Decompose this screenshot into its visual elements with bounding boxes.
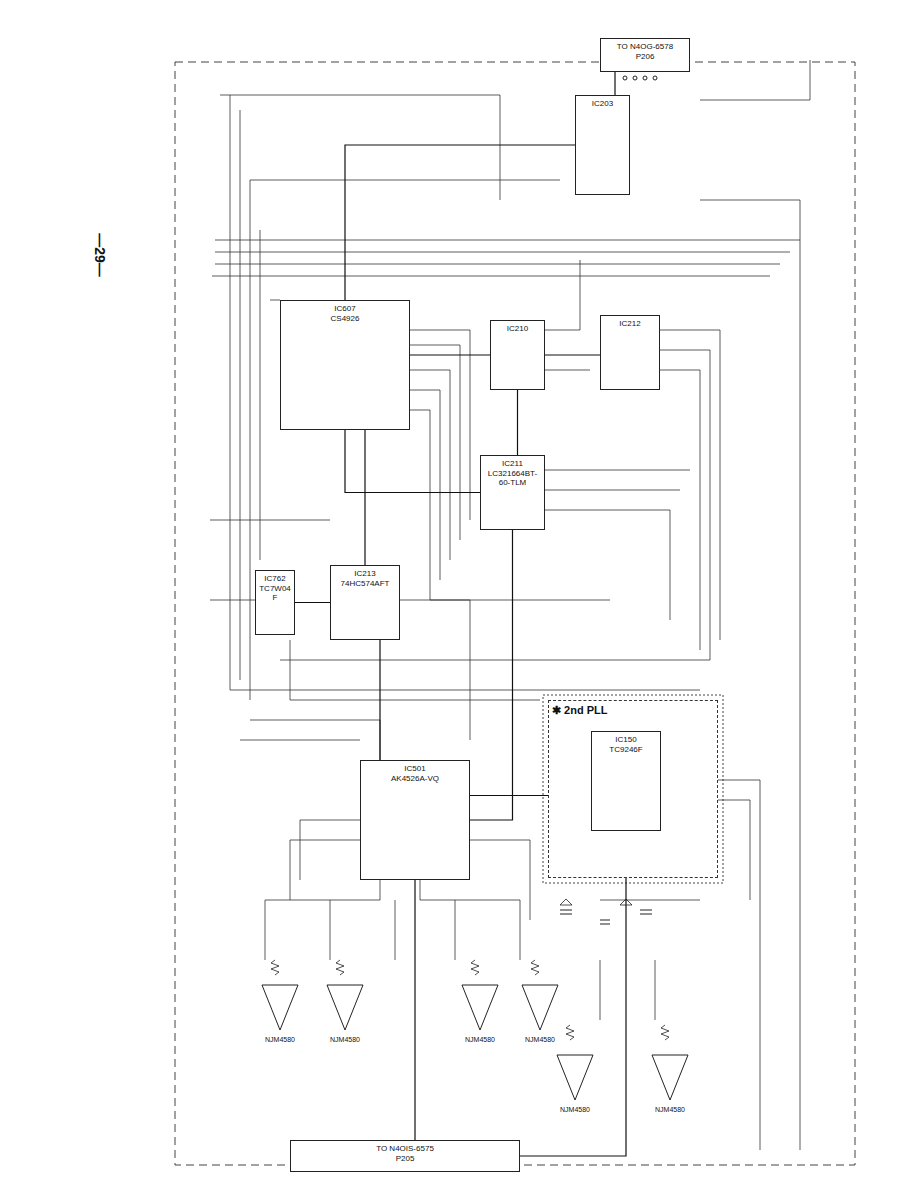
ic-chip: IC212 bbox=[600, 315, 660, 390]
signal-wire bbox=[364, 430, 365, 565]
pin bbox=[623, 76, 627, 80]
part-label: IC211 bbox=[484, 459, 541, 469]
ic-chip: IC607CS4926 bbox=[280, 300, 410, 430]
capacitor-symbol bbox=[560, 910, 652, 924]
part-label: IC501 bbox=[364, 764, 466, 774]
part-label: IC213 bbox=[334, 569, 396, 579]
page-number: —29— bbox=[92, 232, 108, 278]
part-label: ✱ 2nd PLL bbox=[552, 704, 714, 717]
part-number: P205 bbox=[294, 1154, 516, 1164]
signal-wire bbox=[545, 354, 600, 355]
board-outline bbox=[175, 62, 855, 1165]
signal-wire bbox=[520, 831, 626, 1156]
shield-outline bbox=[543, 695, 723, 883]
ic-chip: IC501AK4526A-VQ bbox=[360, 760, 470, 880]
signal-wire bbox=[379, 640, 380, 760]
signal-wire bbox=[414, 880, 415, 1140]
pin bbox=[643, 76, 647, 80]
part-number: NJM4580 bbox=[464, 1036, 496, 1043]
part-number: AK4526A-VQ bbox=[364, 774, 466, 784]
connector-box: TO N4OG-6578P206 bbox=[600, 38, 690, 72]
ic-chip: IC150TC9246F bbox=[591, 731, 661, 831]
part-number: NJM4580 bbox=[329, 1036, 361, 1043]
part-label: IC210 bbox=[494, 324, 541, 334]
pin bbox=[633, 76, 637, 80]
part-number: TC9246F bbox=[595, 745, 657, 755]
bus-wires bbox=[210, 60, 810, 1150]
part-label: TO N4OG-6578 bbox=[604, 42, 686, 52]
part-number: P206 bbox=[604, 52, 686, 62]
connector-box: TO N4OIS-6575P205 bbox=[290, 1140, 520, 1172]
ic-chip: IC210 bbox=[490, 320, 545, 390]
part-number: TC7W04F bbox=[259, 584, 291, 603]
signal-wire bbox=[410, 354, 490, 355]
signal-wire bbox=[614, 72, 615, 95]
ic-chip: IC203 bbox=[575, 95, 630, 195]
connector-pins bbox=[623, 76, 657, 80]
part-label: IC607 bbox=[284, 304, 406, 314]
signal-wire bbox=[517, 390, 518, 455]
part-number: CS4926 bbox=[284, 314, 406, 324]
part-label: IC212 bbox=[604, 319, 656, 329]
part-label: IC762 bbox=[259, 574, 291, 584]
ic-chip: IC21374HC574AFT bbox=[330, 565, 400, 640]
ic-chip: IC762TC7W04F bbox=[255, 570, 295, 635]
part-number: 74HC574AFT bbox=[334, 579, 396, 589]
part-number: NJM4580 bbox=[559, 1106, 591, 1113]
part-label: IC150 bbox=[595, 735, 657, 745]
diode-symbol bbox=[560, 899, 632, 905]
signal-wire bbox=[345, 145, 575, 300]
part-label: TO N4OIS-6575 bbox=[294, 1144, 516, 1154]
pll-region: ✱ 2nd PLL IC150TC9246F bbox=[548, 700, 718, 878]
ic-chip: IC211LC321664BT-60-TLM bbox=[480, 455, 545, 530]
pin bbox=[653, 76, 657, 80]
part-label: IC203 bbox=[579, 99, 626, 109]
part-number: NJM4580 bbox=[264, 1036, 296, 1043]
signal-wire bbox=[295, 602, 330, 603]
signal-wire bbox=[470, 530, 513, 820]
part-number: NJM4580 bbox=[524, 1036, 556, 1043]
part-number: NJM4580 bbox=[654, 1106, 686, 1113]
opamp-symbol bbox=[262, 985, 688, 1100]
part-number: LC321664BT-60-TLM bbox=[484, 469, 541, 488]
